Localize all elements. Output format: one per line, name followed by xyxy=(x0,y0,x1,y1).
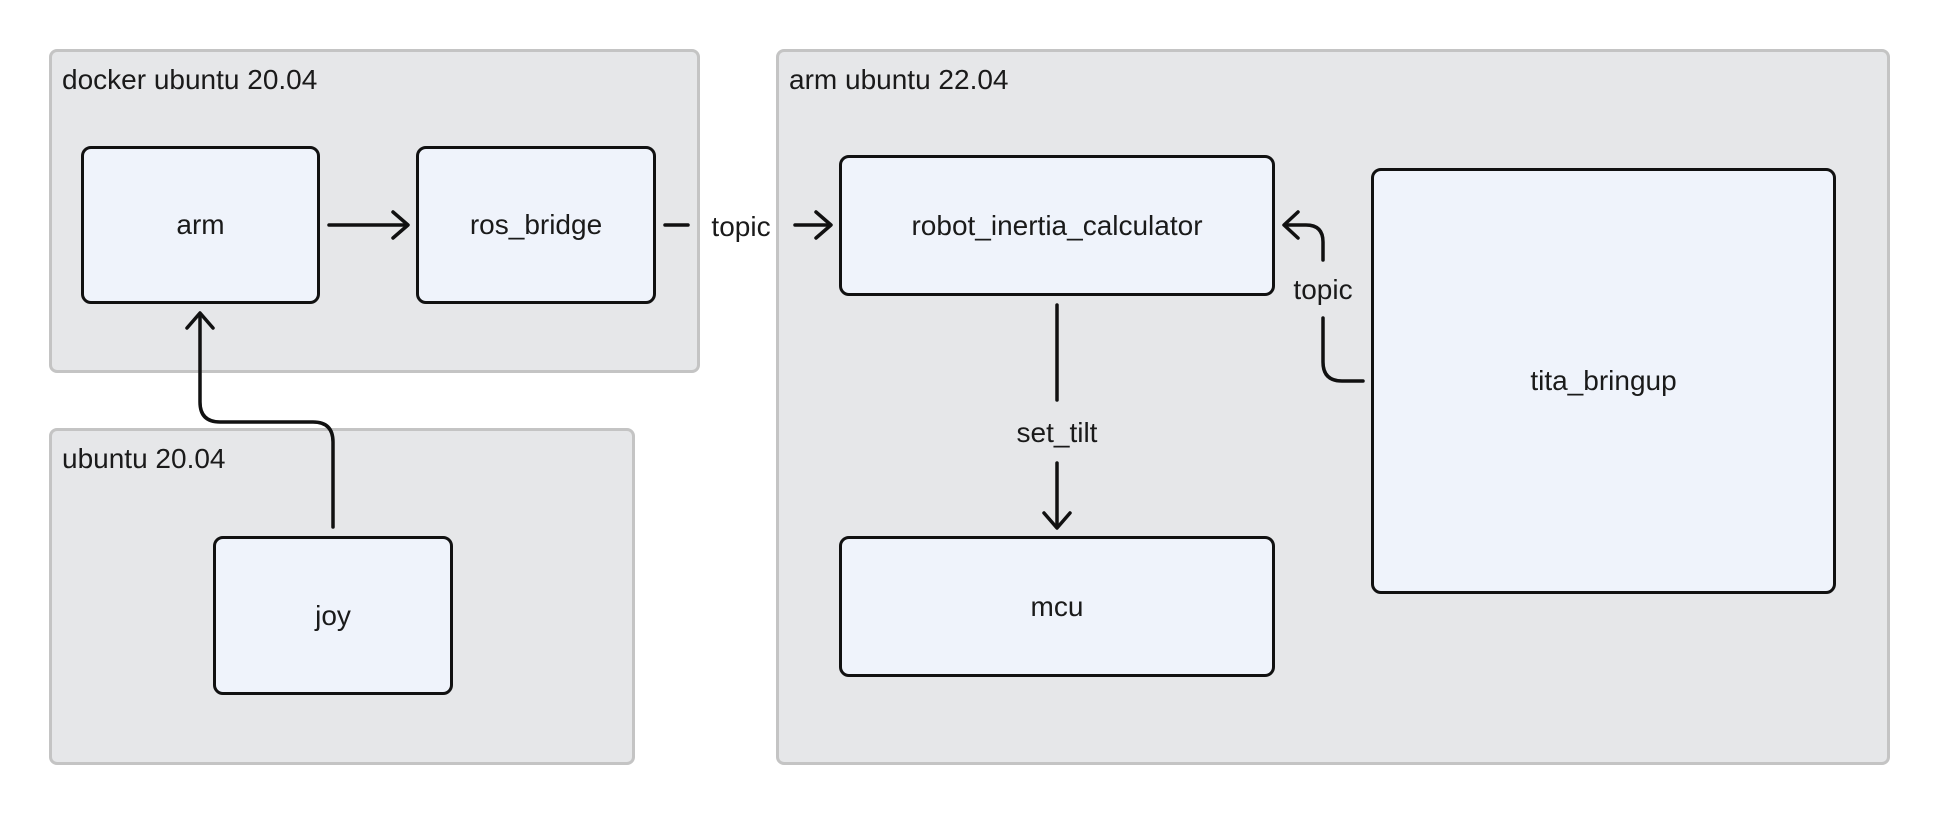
edge-label-set-tilt: set_tilt xyxy=(1016,417,1098,448)
edge-label-topic: topic xyxy=(1293,274,1353,305)
node-tita-bringup: tita_bringup xyxy=(1371,168,1836,594)
node-label: ros_bridge xyxy=(469,209,603,240)
node-mcu: mcu xyxy=(839,536,1275,677)
group-title: docker ubuntu 20.04 xyxy=(62,64,318,95)
edge-label-topic: topic xyxy=(711,211,771,242)
node-robot-inertia-calculator: robot_inertia_calculator xyxy=(839,155,1275,296)
group-title: arm ubuntu 22.04 xyxy=(789,64,1009,95)
node-ros-bridge: ros_bridge xyxy=(416,146,656,304)
node-joy: joy xyxy=(213,536,453,695)
group-title: ubuntu 20.04 xyxy=(62,443,226,474)
node-label: arm xyxy=(176,209,225,240)
node-label: robot_inertia_calculator xyxy=(911,209,1203,241)
node-label: tita_bringup xyxy=(1530,365,1677,396)
node-label: mcu xyxy=(1030,590,1084,622)
node-arm: arm xyxy=(81,146,320,304)
node-label: joy xyxy=(315,599,351,631)
